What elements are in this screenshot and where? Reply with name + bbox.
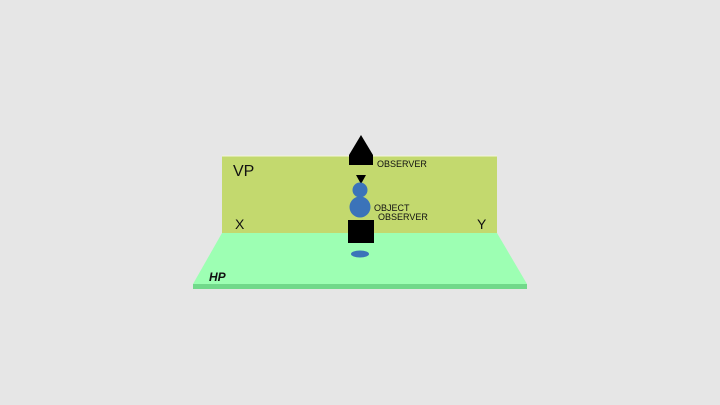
object-label: OBJECT [374, 203, 410, 213]
hp-label: HP [209, 270, 227, 284]
observer-front-label: OBSERVER [378, 212, 428, 222]
horizontal-plane [193, 233, 527, 284]
y-label: Y [477, 216, 487, 232]
small-sphere [352, 182, 368, 198]
arrow-down-icon [356, 175, 366, 184]
object-sphere [349, 196, 371, 218]
vp-label: VP [233, 163, 254, 180]
observer-cone-base [349, 155, 373, 165]
horizontal-plane-edge [193, 284, 527, 289]
observer-cube [348, 220, 374, 243]
object-projection-on-hp [351, 250, 369, 258]
observer-cone-icon [349, 135, 373, 155]
x-label: X [235, 216, 245, 232]
observer-top-label: OBSERVER [377, 159, 427, 169]
